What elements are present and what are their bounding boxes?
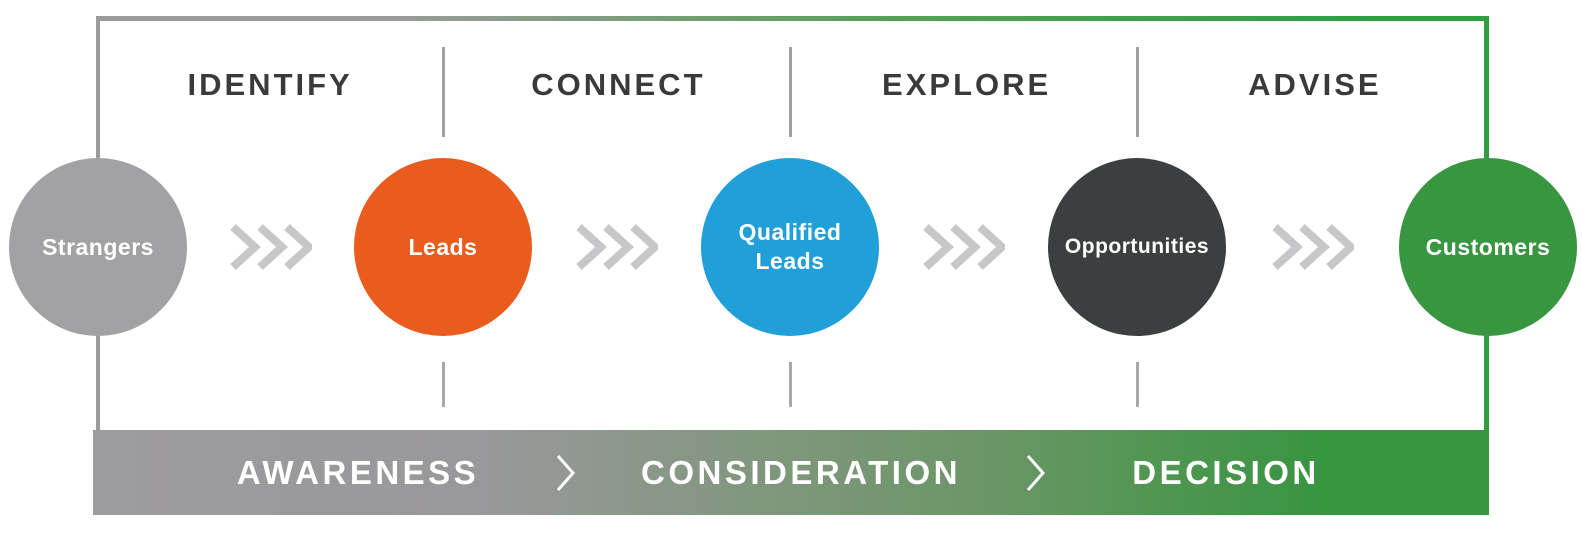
- phase-divider: [442, 47, 445, 137]
- phase-cell-explore: EXPLORE: [793, 55, 1141, 115]
- phase-label-explore: EXPLORE: [882, 67, 1052, 102]
- stage-circle-qualified-leads: Qualified Leads: [701, 158, 879, 336]
- phase-cell-connect: CONNECT: [444, 55, 792, 115]
- journey-label-consideration: CONSIDERATION: [641, 453, 961, 491]
- phase-label-identify: IDENTIFY: [187, 67, 353, 102]
- stage-label-strangers: Strangers: [42, 233, 154, 260]
- triple-chevron-icon: [1272, 224, 1354, 270]
- phase-label-row: IDENTIFY CONNECT EXPLORE ADVISE: [96, 55, 1489, 115]
- phase-label-advise: ADVISE: [1248, 67, 1382, 102]
- phase-divider: [1136, 47, 1139, 137]
- triple-chevron-icon: [576, 224, 658, 270]
- stage-label-qualified-leads: Qualified Leads: [738, 219, 842, 274]
- stage-label-leads: Leads: [408, 233, 478, 260]
- phase-cell-identify: IDENTIFY: [96, 55, 444, 115]
- stage-circle-leads: Leads: [354, 158, 532, 336]
- stage-circle-opportunities: Opportunities: [1048, 158, 1226, 336]
- journey-bar: AWARENESS CONSIDERATION DECISION: [93, 430, 1489, 515]
- phase-cell-advise: ADVISE: [1141, 55, 1489, 115]
- phase-divider: [789, 47, 792, 137]
- stage-label-opportunities: Opportunities: [1064, 234, 1210, 258]
- stage-circle-customers: Customers: [1399, 158, 1577, 336]
- journey-label-decision: DECISION: [1132, 453, 1320, 491]
- triple-chevron-icon: [923, 224, 1005, 270]
- stage-divider: [442, 362, 445, 407]
- frame-top-border: [96, 16, 1489, 21]
- phase-label-connect: CONNECT: [531, 67, 706, 102]
- chevron-right-icon: [556, 454, 576, 491]
- stage-circle-strangers: Strangers: [9, 158, 187, 336]
- journey-label-awareness: AWARENESS: [236, 453, 480, 491]
- stage-divider: [789, 362, 792, 407]
- stage-label-customers: Customers: [1425, 233, 1551, 260]
- chevron-right-icon: [1026, 454, 1046, 491]
- triple-chevron-icon: [230, 224, 312, 270]
- stage-divider: [1136, 362, 1139, 407]
